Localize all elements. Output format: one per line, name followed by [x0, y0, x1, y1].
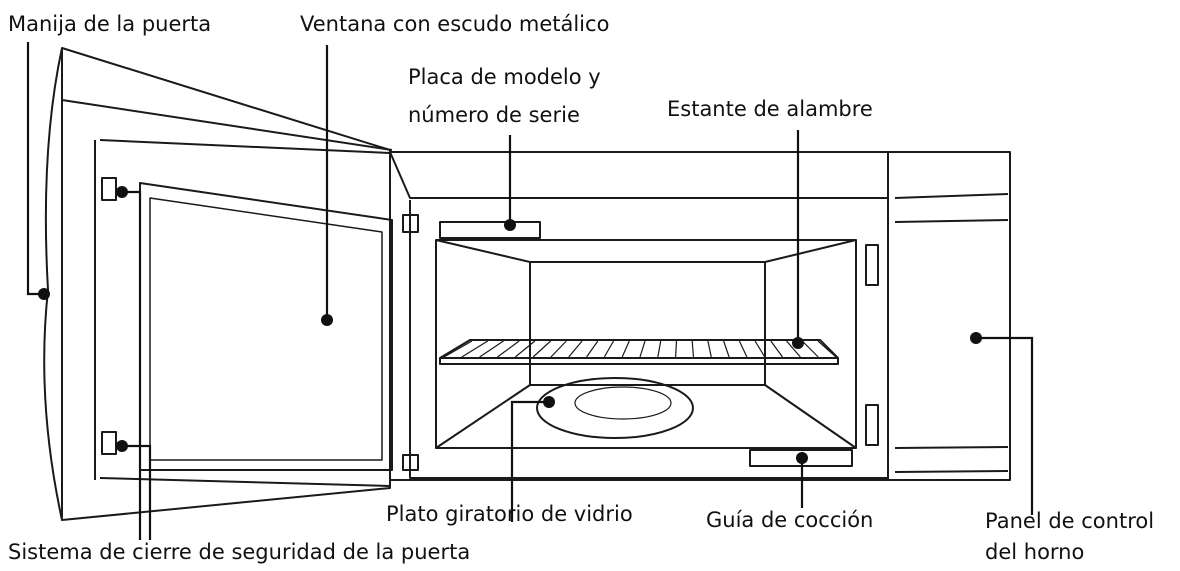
control-panel-dot: [970, 332, 982, 344]
rack-rod: [550, 340, 567, 358]
label-control-panel-1: Panel de control: [985, 509, 1155, 533]
rack-rod: [754, 340, 766, 358]
rack-rod: [675, 340, 678, 358]
cooking-guide-dot: [796, 452, 808, 464]
rack-rod: [586, 340, 599, 358]
rack-rod: [497, 340, 520, 358]
door-handle-dot: [38, 288, 50, 300]
model-plate-dot: [504, 219, 516, 231]
label-glass-turntable: Plato giratorio de vidrio: [386, 502, 633, 526]
rack-rod: [738, 340, 748, 358]
rack-rod: [691, 340, 695, 358]
door-handle-leader: [26, 42, 44, 296]
label-model-plate-1: Placa de modelo y: [408, 65, 601, 89]
rack-rod: [657, 340, 662, 358]
oven-body: [389, 151, 1011, 481]
rack-rod: [532, 340, 552, 358]
rack-rod: [801, 340, 819, 358]
glass-turntable: [536, 377, 694, 439]
rack-rod: [786, 340, 801, 358]
window-shield-dot: [321, 314, 333, 326]
label-wire-rack: Estante de alambre: [667, 97, 873, 121]
rack-rod: [817, 340, 837, 358]
turntable-dot: [543, 396, 555, 408]
rack-rod: [443, 340, 473, 358]
rack-rod: [514, 340, 536, 358]
door: [43, 47, 419, 521]
label-window-shield: Ventana con escudo metálico: [300, 12, 610, 36]
rack-rod: [568, 340, 583, 358]
rack-rod: [639, 340, 646, 358]
door-latch-leader-bottom: [125, 444, 152, 540]
rack-rod: [723, 340, 730, 358]
label-control-panel-2: del horno: [985, 540, 1085, 564]
wire-rack-dot: [792, 337, 804, 349]
label-door-handle: Manija de la puerta: [8, 12, 212, 36]
door-latch-dot-bottom: [116, 440, 128, 452]
rack-rod: [461, 340, 489, 358]
rack-rod: [603, 340, 615, 358]
label-door-latch: Sistema de cierre de seguridad de la pue…: [8, 540, 471, 564]
turntable-leader: [510, 400, 547, 522]
rack-rod: [770, 340, 784, 358]
rack-rod: [621, 340, 630, 358]
door-latch-leader-top: [125, 190, 142, 540]
label-cooking-guide: Guía de cocción: [706, 508, 874, 532]
door-latch-dot-top: [116, 186, 128, 198]
rack-rod: [479, 340, 504, 358]
wire-rack: [439, 339, 839, 365]
control-panel-leader: [976, 336, 1034, 515]
label-model-plate-2: número de serie: [408, 103, 580, 127]
rack-rod: [707, 340, 712, 358]
